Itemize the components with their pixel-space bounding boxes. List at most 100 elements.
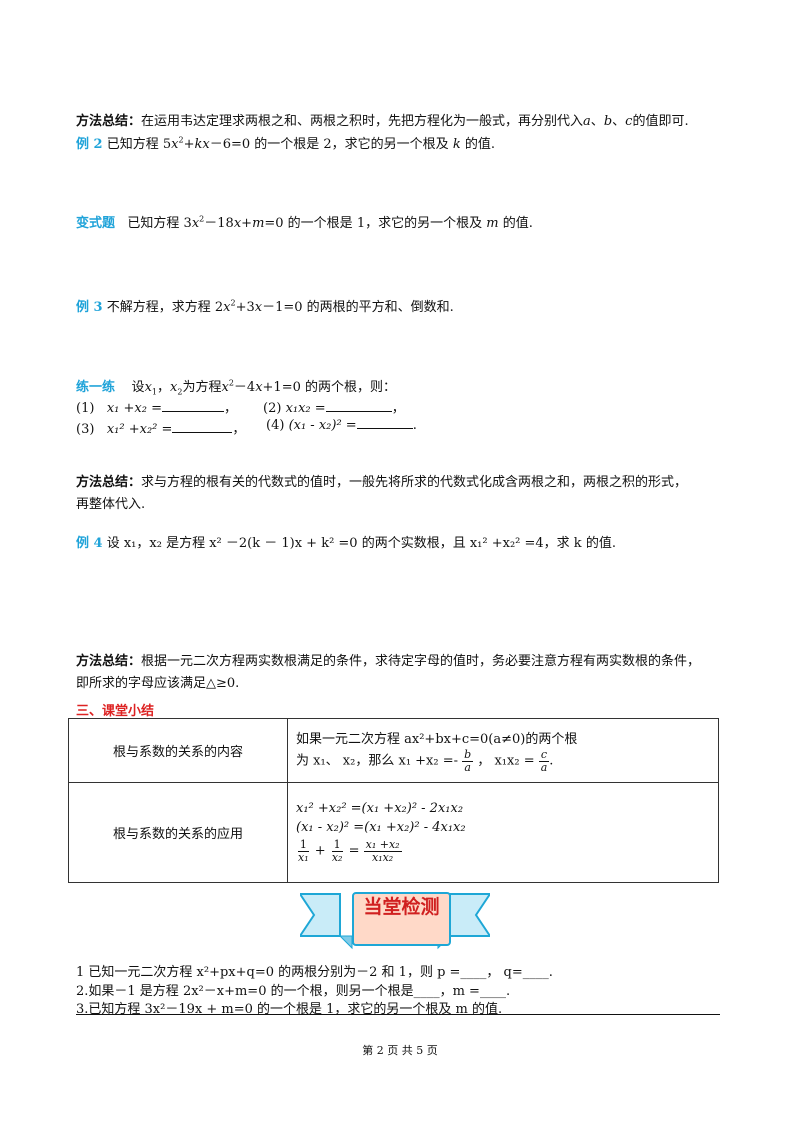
var-a: a xyxy=(583,114,591,129)
answer-blank[interactable] xyxy=(325,411,392,412)
denominator: x₁x₂ xyxy=(371,851,394,864)
answer-blank[interactable] xyxy=(172,432,233,433)
op: + xyxy=(314,844,326,859)
method-summary-text: 求与方程的根有关的代数式的值时，一般先将所求的代数式化成含两根之和，两根之积的形… xyxy=(141,475,688,490)
op: + xyxy=(241,216,253,231)
numerator: b xyxy=(462,747,474,762)
variant-text: 的值. xyxy=(502,216,533,231)
variant-problem: 变式题 已知方程 3x2－18x+m=0 的一个根是 1，求它的另一个根及 m … xyxy=(76,212,533,231)
answer-blank[interactable] xyxy=(161,411,224,412)
var-x: x xyxy=(170,380,178,395)
var-x: x xyxy=(144,380,152,395)
example-label: 例 2 xyxy=(76,137,103,152)
example-3: 例 3 不解方程，求方程 2x2+3x－1=0 的两根的平方和、倒数和. xyxy=(76,296,454,315)
method-summary-text: 即所求的字母应该满足△≥0. xyxy=(76,676,240,691)
table-cell-label: 根与系数的关系的内容 xyxy=(68,718,288,783)
exponent: 2 xyxy=(228,378,234,388)
var-x: x xyxy=(202,137,210,152)
variant-label: 变式题 xyxy=(76,216,116,231)
example-text: －6=0 的一个根是 2，求它的另一个根及 xyxy=(209,137,449,152)
op: + xyxy=(183,137,195,152)
example-2: 例 2 已知方程 5x2+kx－6=0 的一个根是 2，求它的另一个根及 k 的… xyxy=(76,133,495,152)
formula-line: x₁² +x₂² =(x₁ +x₂)² - 2x₁x₂ xyxy=(296,801,464,817)
example-text: 设 x₁，x₂ 是方程 x² －2(k － 1)x + k² =0 的两个实数根… xyxy=(106,536,616,551)
check-question-1: 1 已知一元二次方程 x²+px+q=0 的两根分别为－2 和 1，则 p =_… xyxy=(76,965,553,980)
formula-text: . xyxy=(549,753,554,769)
var-x: x xyxy=(254,300,263,315)
numerator: x₁ +x₂ xyxy=(363,838,402,852)
var-x: x xyxy=(221,380,229,395)
practice-item-3: (3) x₁² +x₂² =， xyxy=(76,418,245,437)
method-summary-1: 方法总结：在运用韦达定理求两根之和、两根之积时，先把方程化为一般式，再分别代入a… xyxy=(76,110,689,129)
sep: ， xyxy=(157,380,171,395)
item-number: (2) xyxy=(263,401,282,416)
var-m: m xyxy=(252,216,265,231)
sep: ， xyxy=(223,401,237,416)
var-m: m xyxy=(486,216,499,231)
practice-item-1: (1) x₁ +x₂ = ， xyxy=(76,397,237,416)
var-x: x xyxy=(255,380,263,395)
method-summary-3-line2: 即所求的字母应该满足△≥0. xyxy=(76,672,239,691)
sep: 、 xyxy=(612,114,626,129)
method-summary-2: 方法总结：求与方程的根有关的代数式的值时，一般先将所求的代数式化成含两根之和，两… xyxy=(76,471,687,490)
example-text: 不解方程，求方程 2 xyxy=(106,300,224,315)
method-summary-text: 根据一元二次方程两实数根满足的条件，求待定字母的值时，务必要注意方程有两实数根的… xyxy=(141,654,701,669)
example-text: 已知方程 5 xyxy=(106,137,172,152)
divider xyxy=(76,1014,720,1015)
example-label: 例 4 xyxy=(76,536,103,551)
item-expression: (x₁ - x₂)² = xyxy=(288,418,357,433)
sep: ， xyxy=(391,401,405,416)
var-x: x xyxy=(171,137,179,152)
practice-text: 为方程 xyxy=(182,380,222,395)
var-x: x xyxy=(233,216,242,231)
op: +3 xyxy=(235,300,255,315)
content-line: 如果一元二次方程 ax²+bx+c=0(a≠0)的两个根 xyxy=(296,731,578,747)
table-row: 根与系数的关系的内容 如果一元二次方程 ax²+bx+c=0(a≠0)的两个根 … xyxy=(68,718,719,783)
numerator: 1 xyxy=(331,838,343,852)
practice-intro: 练一练 设x1，x2为方程x2－4x+1=0 的两个根，则： xyxy=(76,376,396,397)
item-expression: x₁ +x₂ = xyxy=(106,401,162,416)
var-x: x xyxy=(223,300,231,315)
check-question-2: 2.如果－1 是方程 2x²－x+m=0 的一个根，则另一个根是____，m =… xyxy=(76,984,511,999)
numerator: c xyxy=(538,747,550,762)
practice-text: +1=0 的两个根，则： xyxy=(262,380,396,395)
exponent: 2 xyxy=(178,135,184,145)
exponent: 2 xyxy=(199,214,205,224)
item-expression: x₁² +x₂² = xyxy=(106,422,173,437)
exponent: 2 xyxy=(230,298,236,308)
answer-blank[interactable] xyxy=(356,428,413,429)
op: = xyxy=(348,844,360,859)
check-question-3: 3.已知方程 3x²－19x + m=0 的一个根是 1，求它的另一个根及 m … xyxy=(76,1002,503,1017)
item-number: (4) xyxy=(266,418,285,433)
table-cell-content: 如果一元二次方程 ax²+bx+c=0(a≠0)的两个根 为 x₁、 x₂，那么… xyxy=(287,718,719,783)
method-summary-2-line2: 再整体代入. xyxy=(76,493,145,512)
op: －4 xyxy=(233,380,256,395)
summary-table: 根与系数的关系的内容 如果一元二次方程 ax²+bx+c=0(a≠0)的两个根 … xyxy=(68,718,719,883)
item-number: (1) xyxy=(76,401,95,416)
var-c: c xyxy=(625,114,633,129)
practice-item-4: (4) (x₁ - x₂)² =. xyxy=(266,418,417,433)
table-cell-content: x₁² +x₂² =(x₁ +x₂)² - 2x₁x₂ (x₁ - x₂)² =… xyxy=(287,782,719,883)
numerator: 1 xyxy=(297,838,309,852)
subscript: 2 xyxy=(177,387,183,397)
example-text: －1=0 的两根的平方和、倒数和. xyxy=(262,300,454,315)
banner-title: 当堂检测 xyxy=(352,892,451,946)
subscript: 1 xyxy=(151,387,157,397)
practice-text: 设 xyxy=(131,380,145,395)
denominator: a xyxy=(464,760,471,774)
denominator: a xyxy=(540,760,548,774)
method-summary-text: 在运用韦达定理求两根之和、两根之积时，先把方程化为一般式，再分别代入 xyxy=(141,114,584,129)
method-summary-tail: 的值即可. xyxy=(632,114,689,129)
var-x: x xyxy=(191,216,200,231)
method-summary-3: 方法总结：根据一元二次方程两实数根满足的条件，求待定字母的值时，务必要注意方程有… xyxy=(76,650,700,669)
op: －18 xyxy=(204,216,234,231)
method-summary-text: 再整体代入. xyxy=(76,497,146,512)
item-expression: x₁x₂ = xyxy=(285,401,326,416)
formula-text: 为 x₁、 x₂，那么 x₁ +x₂ =- xyxy=(296,753,459,769)
